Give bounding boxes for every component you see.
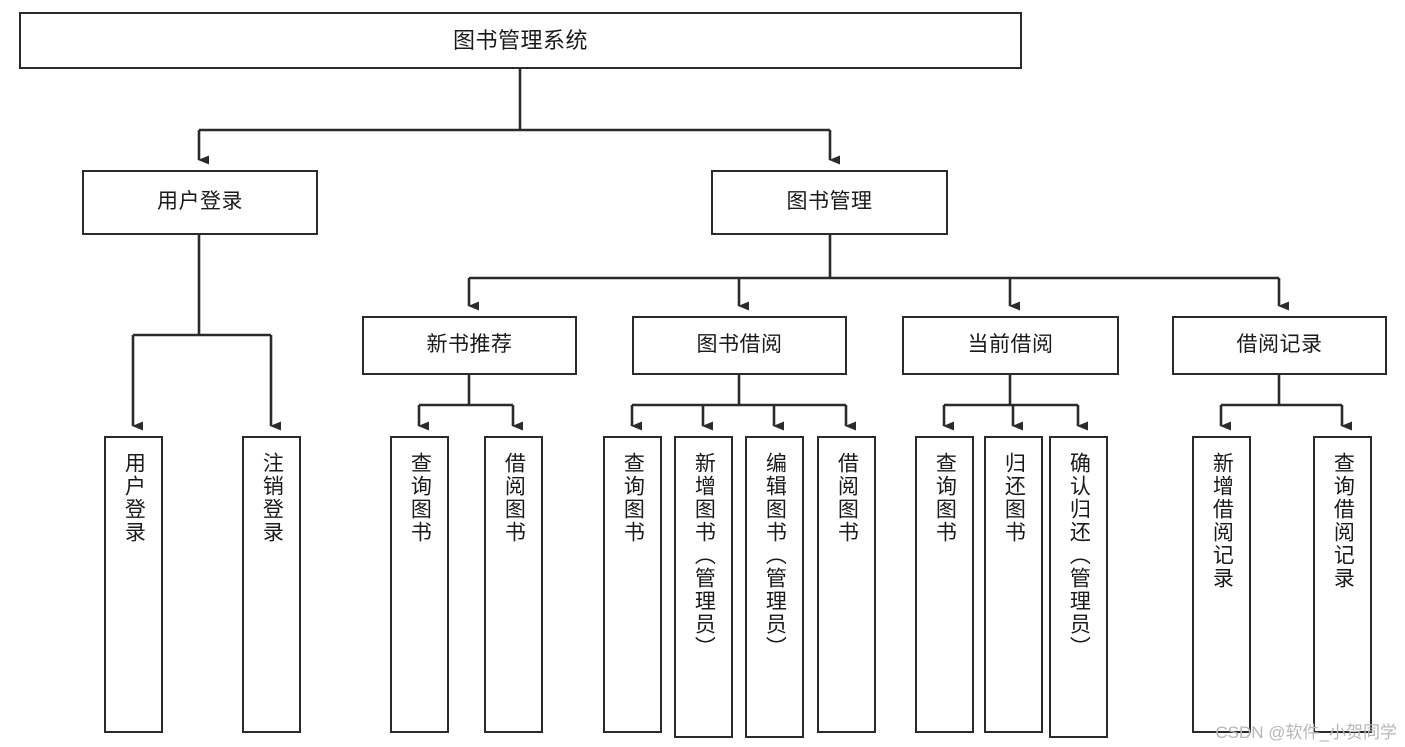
node-new-book-recommend[interactable]: 新书推荐 bbox=[362, 316, 577, 375]
node-label: 图书管理系统 bbox=[452, 27, 588, 53]
node-label: 新增借阅记录 bbox=[1210, 452, 1234, 590]
node-leaf-borrow-book-recommend[interactable]: 借阅图书 bbox=[484, 436, 543, 733]
node-user-login[interactable]: 用户登录 bbox=[82, 170, 318, 235]
node-label: 用户登录 bbox=[157, 190, 243, 214]
node-leaf-logout[interactable]: 注销登录 bbox=[242, 436, 301, 733]
node-label: 借阅图书 bbox=[835, 452, 859, 544]
node-book-management[interactable]: 图书管理 bbox=[711, 170, 948, 235]
node-label: 注销登录 bbox=[260, 452, 284, 544]
node-leaf-query-book-current[interactable]: 查询图书 bbox=[915, 436, 974, 733]
node-label: 当前借阅 bbox=[967, 333, 1054, 357]
node-current-borrow[interactable]: 当前借阅 bbox=[902, 316, 1119, 375]
node-leaf-confirm-return-admin[interactable]: 确认归还（管理员） bbox=[1049, 436, 1108, 738]
node-leaf-query-borrow-record[interactable]: 查询借阅记录 bbox=[1313, 436, 1372, 733]
node-label: 新增图书（管理员） bbox=[692, 452, 716, 659]
node-label: 查询图书 bbox=[408, 452, 432, 544]
node-label: 借阅图书 bbox=[502, 452, 526, 544]
node-root-system[interactable]: 图书管理系统 bbox=[19, 12, 1022, 69]
node-label: 图书管理 bbox=[786, 190, 873, 214]
node-borrow-record[interactable]: 借阅记录 bbox=[1172, 316, 1387, 375]
node-leaf-query-book-recommend[interactable]: 查询图书 bbox=[390, 436, 449, 733]
node-label: 编辑图书（管理员） bbox=[763, 452, 787, 659]
node-book-borrow[interactable]: 图书借阅 bbox=[632, 316, 847, 375]
node-leaf-return-book[interactable]: 归还图书 bbox=[984, 436, 1043, 733]
node-leaf-add-borrow-record[interactable]: 新增借阅记录 bbox=[1192, 436, 1251, 733]
node-leaf-borrow-book[interactable]: 借阅图书 bbox=[817, 436, 876, 733]
node-leaf-user-login[interactable]: 用户登录 bbox=[104, 436, 163, 733]
node-label: 图书借阅 bbox=[696, 333, 783, 357]
node-leaf-edit-book-admin[interactable]: 编辑图书（管理员） bbox=[745, 436, 804, 738]
node-label: 借阅记录 bbox=[1236, 333, 1323, 357]
node-label: 归还图书 bbox=[1002, 452, 1026, 544]
node-label: 查询借阅记录 bbox=[1331, 452, 1355, 590]
node-label: 用户登录 bbox=[122, 452, 146, 544]
node-label: 确认归还（管理员） bbox=[1067, 452, 1091, 659]
node-leaf-add-book-admin[interactable]: 新增图书（管理员） bbox=[674, 436, 733, 738]
node-label: 新书推荐 bbox=[426, 333, 513, 357]
node-label: 查询图书 bbox=[933, 452, 957, 544]
node-label: 查询图书 bbox=[621, 452, 645, 544]
node-leaf-query-book-borrow[interactable]: 查询图书 bbox=[603, 436, 662, 733]
